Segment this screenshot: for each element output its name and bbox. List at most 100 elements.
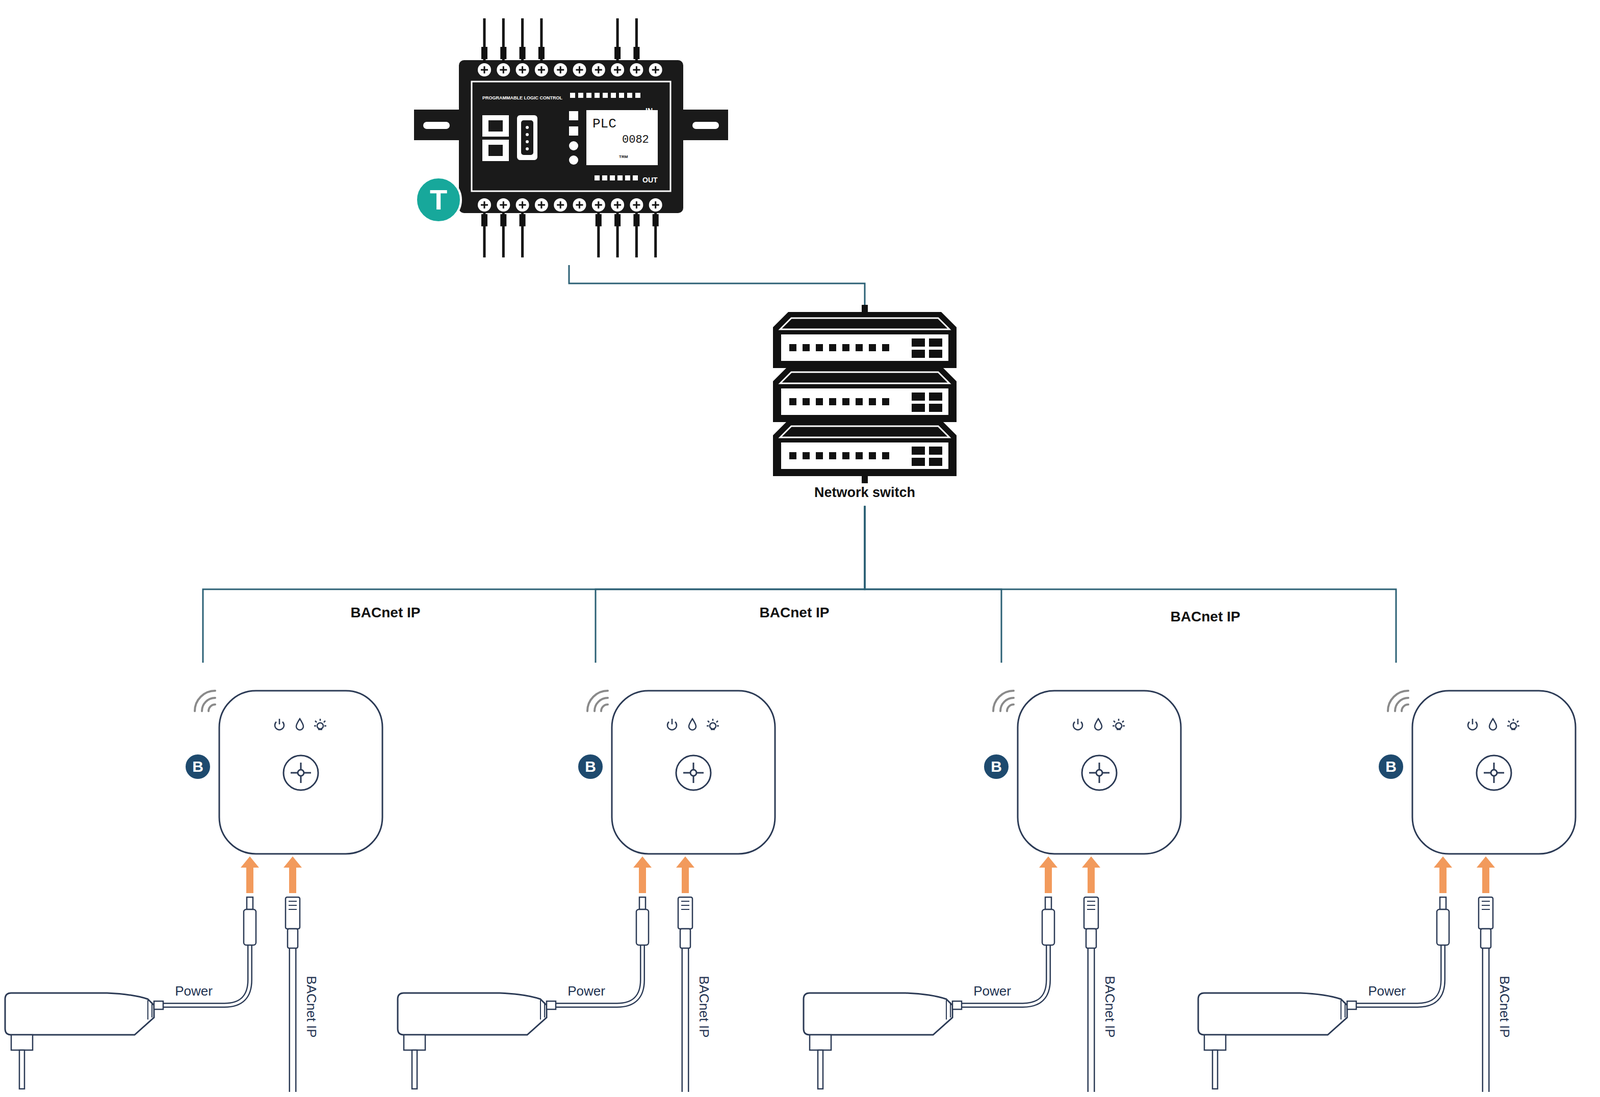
plc-terminals-part (613, 201, 622, 209)
plc-terminals-part (480, 66, 488, 74)
cable-label: BACnet IP (1498, 975, 1512, 1038)
plc-terminals-part (617, 175, 623, 181)
plc-terminals-part (614, 46, 621, 60)
ethernet-port-part (488, 120, 503, 132)
rail-slot (423, 121, 450, 129)
cable-label: Power (973, 984, 1012, 998)
lcd-number: 0082 (622, 134, 650, 146)
cable-label: Power (174, 984, 213, 998)
plc-terminals-part (573, 198, 587, 212)
network-label: BACnet IP (350, 605, 421, 621)
plc-terminals-part (591, 198, 606, 212)
lcd-text: PLC (592, 117, 617, 131)
serial-port-part (525, 133, 529, 137)
plc-terminals-part (556, 66, 564, 74)
plc-terminals-part (481, 214, 488, 227)
network-switch-icon-part (772, 420, 957, 477)
plc-terminals (477, 18, 663, 258)
node-label: Network switch (814, 484, 916, 501)
network-switch-icon-part (772, 366, 957, 423)
serial-port-part (517, 115, 538, 161)
plc-terminals-part (499, 66, 507, 74)
callout-badge: B (982, 752, 1011, 782)
plc-device: TPROGRAMMABLE LOGIC CONTROLINPLC0082TRMO… (407, 15, 735, 266)
plc-terminals-part (627, 92, 633, 98)
sensor-device (397, 690, 776, 1093)
plc-terminals-part (632, 66, 640, 74)
plc-buttons-part (569, 126, 579, 136)
plc-terminals-part (629, 63, 643, 77)
plc-terminals-part (515, 198, 530, 212)
cable-label: BACnet IP (1103, 975, 1117, 1038)
plc-terminals-part (534, 198, 549, 212)
plc-terminals-part (610, 198, 625, 212)
plc-terminals-part (500, 214, 507, 227)
network-label: BACnet IP (759, 605, 830, 621)
serial-port-part (525, 147, 529, 151)
callout-badge: B (1376, 752, 1406, 782)
plc-terminals-part (610, 92, 616, 98)
plc-terminals-part (519, 66, 527, 74)
plc-terminals-part (500, 46, 507, 60)
plc-terminals-part (538, 46, 545, 60)
network-cable (864, 505, 1397, 663)
sensor-device (1198, 690, 1576, 1093)
plc-terminals-part (553, 63, 567, 77)
plc-terminals-part (537, 66, 546, 74)
cable-label: Power (1368, 984, 1406, 998)
plc-terminals-part (610, 63, 625, 77)
plc-terminals-part (614, 214, 621, 227)
callout-badge: B (576, 752, 605, 782)
serial-port-part (525, 125, 529, 129)
network-cable (202, 505, 865, 663)
plc-terminals-part (519, 201, 527, 209)
rail-slot (692, 121, 719, 129)
plc-terminals-part (499, 201, 507, 209)
plc-terminals-part (496, 63, 510, 77)
bacnet-device: B (976, 662, 1181, 857)
plc-terminals-part (633, 214, 640, 227)
lcd-small-text: TRM (618, 155, 628, 160)
plc-terminals-part (576, 201, 584, 209)
bacnet-device: B (571, 662, 776, 857)
plc-terminals-part (496, 198, 510, 212)
plc-terminals-part (602, 92, 608, 98)
device-caption: PROGRAMMABLE LOGIC CONTROL (482, 95, 563, 101)
cable-label: BACnet IP (697, 975, 711, 1038)
plc-terminals-part (609, 175, 615, 181)
port-label: OUT (642, 176, 658, 184)
network-switch-icon-part (861, 476, 868, 484)
network-cable (569, 265, 865, 305)
ethernet-port-part (482, 115, 509, 137)
cable-label: Power (567, 984, 606, 998)
plc-terminals-part (519, 46, 526, 60)
plc-terminals-part (477, 198, 492, 212)
plc-buttons (569, 111, 579, 165)
sensor-device (5, 690, 383, 1093)
plc-terminals-part (649, 198, 663, 212)
plc-terminals-part (625, 175, 631, 181)
plc-terminals-part (649, 63, 663, 77)
plc-terminals-part (553, 198, 567, 212)
plc-terminals-part (595, 66, 603, 74)
plc-terminals-part (591, 63, 606, 77)
network-cable (864, 505, 1002, 663)
plc-terminals-part (635, 92, 641, 98)
plc-terminals-part (570, 92, 576, 98)
callout-badge: T (415, 176, 462, 224)
network-label: BACnet IP (1170, 609, 1241, 625)
plc-terminals-part (602, 175, 608, 181)
plc-terminals-part (537, 201, 546, 209)
network-switch: Network switch (772, 304, 957, 506)
plc-terminals-part (576, 66, 584, 74)
bacnet-device: B (1371, 662, 1576, 857)
ethernet-port (482, 115, 509, 162)
plc-terminals-part (595, 201, 603, 209)
plc-terminals-part (613, 66, 622, 74)
plc-terminals-part (578, 92, 584, 98)
